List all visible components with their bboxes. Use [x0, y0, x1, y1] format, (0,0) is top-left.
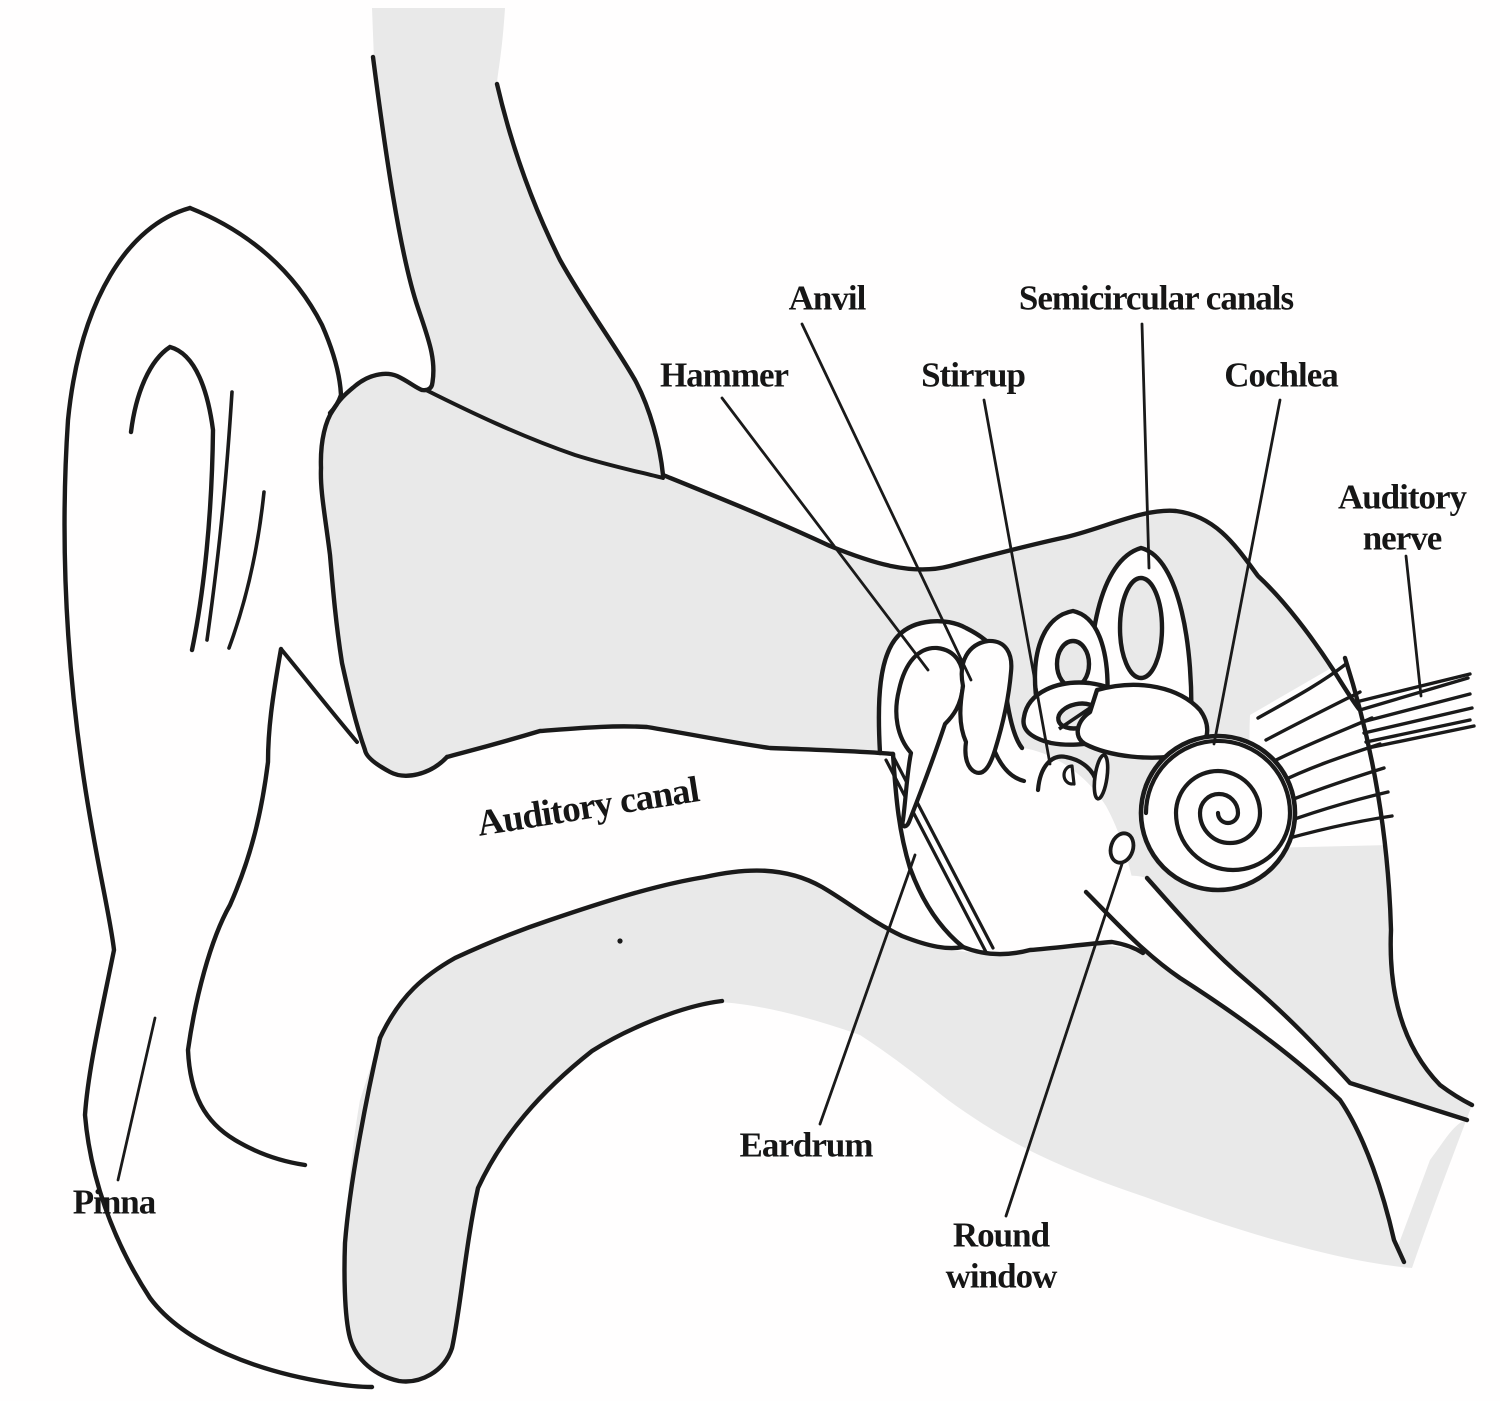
- concha-rim-upper: [279, 647, 359, 744]
- cochlea-shape: [1108, 733, 1298, 893]
- label-cochlea: Cochlea: [1224, 355, 1339, 395]
- label-anvil: Anvil: [788, 278, 867, 318]
- helix-outer: [62, 205, 375, 1390]
- label-round-window: Round window: [945, 1215, 1058, 1295]
- ossicles: [894, 638, 1110, 829]
- channel-left-edge: [1083, 889, 1407, 1265]
- leader-round-window: [1004, 862, 1124, 1218]
- label-semicircular-canals: Semicircular canals: [1018, 278, 1294, 318]
- label-hammer: Hammer: [659, 355, 789, 395]
- canal-floor-wall: [377, 868, 966, 1041]
- posterior-canal-hole: [1117, 575, 1165, 681]
- label-auditory-nerve: Auditory nerve: [1337, 477, 1467, 557]
- anvil-process: [992, 749, 1027, 784]
- antihelix-detail-2: [227, 490, 266, 650]
- leader-stirrup: [982, 398, 1052, 766]
- leader-anvil: [800, 322, 973, 682]
- stirrup-detail: [1062, 764, 1076, 786]
- leader-lines: [116, 322, 1423, 1218]
- superior-canal-hole: [1054, 638, 1092, 690]
- leader-auditory-nerve: [1404, 554, 1423, 698]
- antihelix-detail-1: [205, 390, 234, 642]
- antihelix: [128, 344, 216, 653]
- leader-cochlea: [1212, 398, 1282, 746]
- arch-outer-edge: [1342, 655, 1475, 1108]
- leader-semicircular: [1140, 322, 1151, 570]
- skull-top-edge: [494, 81, 1362, 712]
- lower-white-channel: [1086, 875, 1467, 1246]
- round-window-shape: [1108, 831, 1136, 865]
- helix-top: [187, 205, 344, 416]
- jaw-tongue-outline: [342, 998, 725, 1384]
- auditory-canal-channel: [372, 726, 964, 1038]
- head-tissue-mass: [320, 8, 1472, 1382]
- ink-speck: [617, 938, 623, 944]
- leader-eardrum: [818, 853, 917, 1126]
- semicircular-canals-shape: [1021, 545, 1210, 760]
- canal-top-wall: [444, 724, 896, 760]
- tympanic-shelf-edge: [960, 939, 1146, 957]
- stirrup-footplate: [1092, 753, 1110, 801]
- cochlea-spiral: [1143, 738, 1293, 873]
- leader-pinna: [116, 1016, 157, 1182]
- tragus-crease: [424, 388, 665, 480]
- concha-rim-lower: [185, 646, 308, 1168]
- pinna-outline: [62, 205, 375, 1390]
- channel-right-edge: [1144, 875, 1470, 1123]
- stirrup-arch: [1035, 754, 1100, 793]
- leader-hammer: [720, 396, 930, 672]
- hammer-shape: [894, 645, 966, 829]
- label-eardrum: Eardrum: [739, 1125, 874, 1165]
- label-stirrup: Stirrup: [921, 355, 1026, 395]
- label-pinna: Pinna: [72, 1182, 157, 1222]
